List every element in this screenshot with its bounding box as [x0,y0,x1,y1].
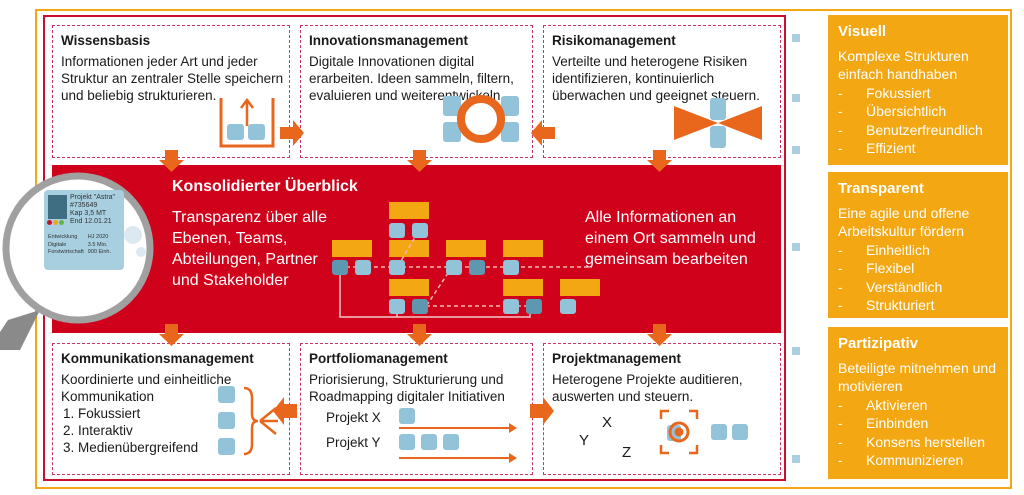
box-wissensbasis: Wissensbasis Informationen jeder Art und… [52,25,290,158]
box-innovation: Innovationsmanagement Digitale Innovatio… [300,25,533,158]
panel-item: -Kommunizieren [838,452,964,468]
card-cell: HJ 2020 [87,234,109,240]
project-card-thumbnail [48,195,67,219]
box-title: Wissensbasis [61,33,151,48]
axis-x-label: X [602,414,613,431]
axis-y-label: Y [579,432,590,449]
traffic-light-icon [47,220,64,228]
hierarchy-graphic [332,202,600,318]
list-item: 1. Fokussiert [63,406,141,421]
card-id: #735649 [70,202,98,209]
box-title: Innovationsmanagement [309,33,469,48]
box-text: Heterogene Projekte auditieren, auswerte… [552,372,743,404]
flow-arrows [159,34,800,463]
panel-item: -Einbinden [838,415,929,431]
project-y-label: Projekt Y [326,435,381,450]
panel-item: -Konsens herstellen [838,433,986,450]
communication-distribute-icon [218,386,278,456]
card-cell: 3.5 Mio. [87,241,108,248]
project-card: Projekt "Astra" #735649 Kap 3,5 MT End 1… [44,190,124,270]
consolidated-overview: Konsolidierter Überblick Transparenz übe… [52,165,781,333]
panel-title: Visuell [838,23,887,40]
panel-visuell: Visuell Komplexe Strukturen einfach hand… [828,15,1008,165]
card-end: End 12.01.21 [70,218,112,225]
risk-valve-icon [674,98,762,148]
box-text: Priorisierung, Strukturierung und Roadma… [309,372,505,404]
card-cell: 900 Einh. [87,249,112,255]
card-cell: Forstwirtschaft [48,249,84,255]
arrow-left-icon [273,397,297,425]
box-title: Projektmanagement [552,351,682,366]
card-details: Entwicklung HJ 2020 Digitale 3.5 Mio. Fors… [48,234,111,257]
panel-text: Komplexe Strukturen einfach handhaben [838,47,969,83]
box-text: Koordinierte und einheitliche Kommunikat… [61,372,232,404]
box-title: Risikomanagement [552,33,676,48]
side-arrows [792,34,800,463]
box-text: Verteilte und heterogene Risiken identif… [552,54,760,103]
list-item: 3. Medienübergreifend [63,440,199,455]
roadmap-icon [399,408,517,463]
box-kommunikation: Kommunikationsmanagement Koordinierte un… [52,343,290,475]
panel-text: Eine agile und offene Arbeitskultur förd… [838,204,970,240]
panel-title: Transparent [838,180,924,197]
band-right-text: Alle Informationen an einem Ort sammeln … [585,209,756,268]
card-cell: Digitale [48,241,67,248]
band-title: Konsolidierter Überblick [172,178,358,195]
innovation-cycle-icon [443,95,519,143]
box-portfolio: Portfoliomanagement Priorisierung, Struk… [300,343,533,475]
project-x-label: Projekt X [326,410,381,425]
panel-transparent: Transparent Eine agile und offene Arbeit… [828,172,1008,318]
arrow-right-icon [530,397,554,425]
axis-z-label: Z [622,444,632,461]
list-item: 2. Interaktiv [63,423,133,438]
arrow-left-icon [531,120,555,146]
box-risiko: Risikomanagement Verteilte und heterogen… [543,25,781,158]
panel-partizipativ: Partizipativ Beteiligte mitnehmen und mo… [828,327,1008,479]
card-name: Projekt "Astra" [70,194,116,201]
card-kap: Kap 3,5 MT [70,210,107,217]
card-cell: Entwicklung [48,234,78,240]
panel-item: -Benutzerfreundlich [838,121,983,138]
box-title: Portfoliomanagement [309,351,448,366]
panel-text: Beteiligte mitnehmen und motivieren [838,359,996,395]
arrow-right-icon [280,120,304,146]
panel-item: -Aktivieren [838,396,928,413]
box-title: Kommunikationsmanagement [61,351,254,366]
box-text: Informationen jeder Art und jeder Strukt… [61,54,284,103]
panel-item: -Einheitlich [838,241,930,258]
storage-upload-icon [219,97,275,148]
focus-target-icon [659,409,748,455]
panel-item: -Verständlich [838,278,943,295]
band-left-text: Transparenz über alle Ebenen, Teams, Abt… [172,209,328,289]
panel-item: -Übersichtlich [838,103,947,119]
panel-item: -Strukturiert [838,297,935,313]
panel-item: -Fokussiert [838,84,931,101]
panel-item: -Flexibel [838,260,915,276]
panel-title: Partizipativ [838,335,919,352]
panel-item: -Effizient [838,140,916,156]
